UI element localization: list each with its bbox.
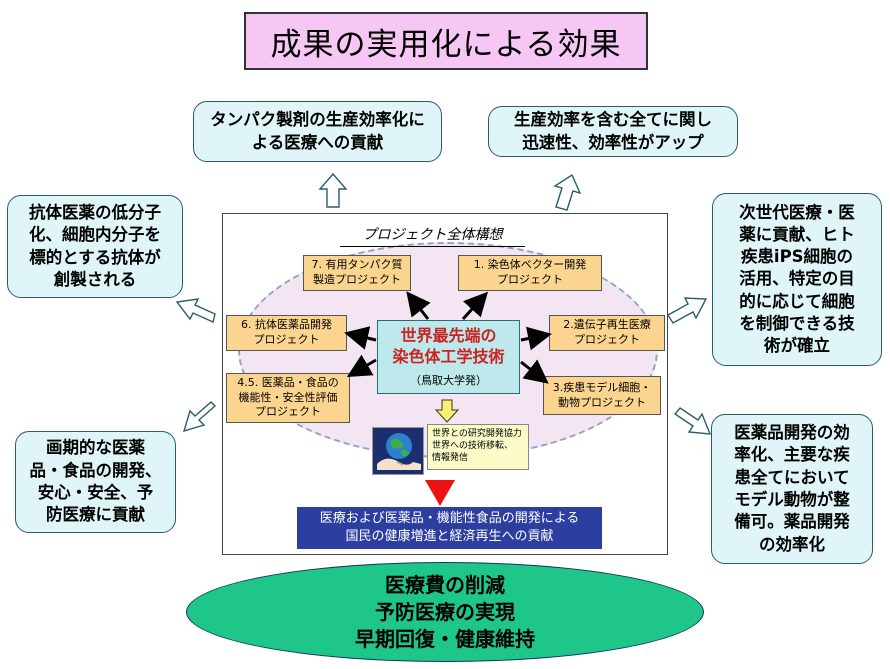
text-line: 迅速性、効率性がアップ <box>522 132 704 152</box>
text-line: 創製される <box>53 269 137 289</box>
text-line: 薬に貢献、ヒト <box>739 224 855 244</box>
text-line: 率化、主要な疾 <box>734 445 850 465</box>
text-line: 患全てにおいて <box>734 467 850 487</box>
effect-box-efficiency: 生産効率を含む全てに関し迅速性、効率性がアップ <box>488 106 738 157</box>
arrow-to-project-6 <box>344 326 377 350</box>
effect-box-safety: 画期的な医薬品・食品の開発、安心・安全、予防医療に貢献 <box>15 431 176 533</box>
text-line: 画期的な医薬 <box>46 438 145 458</box>
panel-title: プロジェクト全体構想 <box>340 224 525 247</box>
text-line: 標的とする抗体が <box>29 247 161 267</box>
text-line: 3.疾患モデル細胞・ <box>552 380 652 394</box>
text-line: 次世代医療・医 <box>739 202 855 222</box>
project-3: 3.疾患モデル細胞・動物プロジェクト <box>543 376 661 415</box>
text-line: 疾患iPS細胞の <box>740 247 854 267</box>
arrow-right-lower <box>673 407 712 435</box>
arrow-right-upper <box>667 297 708 324</box>
text-line: モデル動物が整 <box>734 490 850 509</box>
text-line: プロジェクト <box>253 333 320 346</box>
text-line: 1. 染色体ベクター開発 <box>473 258 587 272</box>
result-banner: 医療および医薬品・機能性食品の開発による 国民の健康増進と経済再生への貢献 <box>297 507 602 549</box>
arrow-to-project-7 <box>406 291 431 320</box>
text-line: 国民の健康増進と経済再生への貢献 <box>345 529 554 544</box>
effect-box-protein: タンパク製剤の生産効率化による医療への貢献 <box>193 101 442 162</box>
text-line: 安心・安全、予 <box>37 483 154 502</box>
red-down-triangle <box>425 480 455 506</box>
text-line: 2.遺伝子再生医療 <box>563 318 651 332</box>
effect-box-ips: 次世代医療・医薬に貢献、ヒト疾患iPS細胞の活用、特定の目的に応じて細胞を制御で… <box>712 193 882 366</box>
effect-box-model-animal: 医薬品開発の効率化、主要な疾患全てにおいてモデル動物が整備可。薬品開発の効率化 <box>711 414 873 564</box>
text-line: 動物プロジェクト <box>558 395 646 409</box>
arrow-to-project-1 <box>461 291 489 321</box>
project-1: 1. 染色体ベクター開発プロジェクト <box>458 255 602 291</box>
arrow-to-project-3 <box>520 359 549 384</box>
project-4-5: 4.5. 医薬品・食品の機能性・安全性評価プロジェクト <box>226 373 350 423</box>
arrow-to-project-4-5 <box>346 354 377 378</box>
text-line: 医薬品開発の効 <box>734 423 850 443</box>
arrow-to-project-2 <box>520 326 552 351</box>
collaboration-note: 世界との研究開発協力 世界への技術移転、 情報発信 <box>427 424 529 470</box>
text-line: 活用、特定の目 <box>739 269 855 289</box>
text-line: 6. 抗体医薬品開発 <box>241 318 332 332</box>
text-line: プロジェクト <box>497 273 563 286</box>
text-line: よる医療への貢献 <box>251 132 384 152</box>
arrow-left-lower <box>182 401 217 433</box>
text-line: タンパク製剤の生産効率化に <box>210 110 425 130</box>
text-line: プロジェクト <box>255 405 321 419</box>
text-line: 生産効率を含む全てに関し <box>514 110 712 130</box>
text-line: を制御できる技 <box>739 313 855 333</box>
text-line: プロジェクト <box>574 333 640 346</box>
text-line: 防医療に貢献 <box>46 505 145 525</box>
text-line: 世界との研究開発協力 <box>432 429 522 439</box>
text-line: 医療および医薬品・機能性食品の開発による <box>319 510 580 526</box>
text-line: 早期回復・健康維持 <box>355 626 535 651</box>
core-technology-origin: （鳥取大学発） <box>410 373 487 387</box>
yellow-down-arrow <box>434 399 460 423</box>
text-line: 術が確立 <box>764 336 830 356</box>
text-line: 4.5. 医薬品・食品の <box>237 375 339 389</box>
text-line: 医療費の削減 <box>385 572 505 597</box>
handshake-globe-icon <box>372 427 424 475</box>
text-line: 化、細胞内分子を <box>29 225 161 245</box>
text-line: 7. 有用タンパク質 <box>311 258 403 272</box>
core-technology-box: 世界最先端の染色体工学技術 （鳥取大学発） <box>377 320 520 394</box>
text-line: 世界への技術移転、 <box>432 441 514 452</box>
text-line: 品・食品の開発、 <box>29 460 162 480</box>
page-title: 成果の実用化による効果 <box>244 12 648 70</box>
arrow-up-left <box>318 172 348 208</box>
text-line: 世界最先端の <box>400 326 497 346</box>
effect-box-antibody: 抗体医薬の低分子化、細胞内分子を標的とする抗体が創製される <box>7 195 183 298</box>
text-line: 製造プロジェクト <box>313 273 401 286</box>
text-line: 予防医療の実現 <box>375 599 515 624</box>
bottom-outcome-ellipse: 医療費の削減 予防医療の実現 早期回復・健康維持 <box>186 562 704 662</box>
text-line: の効率化 <box>759 534 825 554</box>
text-line: 染色体工学技術 <box>392 347 505 366</box>
text-line: 的に応じて細胞 <box>739 291 855 311</box>
text-line: 抗体医薬の低分子 <box>29 202 161 222</box>
arrow-left-upper <box>175 298 216 323</box>
text-line: 機能性・安全性評価 <box>238 390 338 404</box>
text-line: 情報発信 <box>432 453 469 464</box>
project-2: 2.遺伝子再生医療プロジェクト <box>549 315 665 351</box>
arrow-up-right <box>553 173 582 211</box>
text-line: 備可。薬品開発 <box>734 512 850 532</box>
project-6: 6. 抗体医薬品開発プロジェクト <box>226 315 347 351</box>
project-7: 7. 有用タンパク質製造プロジェクト <box>303 255 411 291</box>
